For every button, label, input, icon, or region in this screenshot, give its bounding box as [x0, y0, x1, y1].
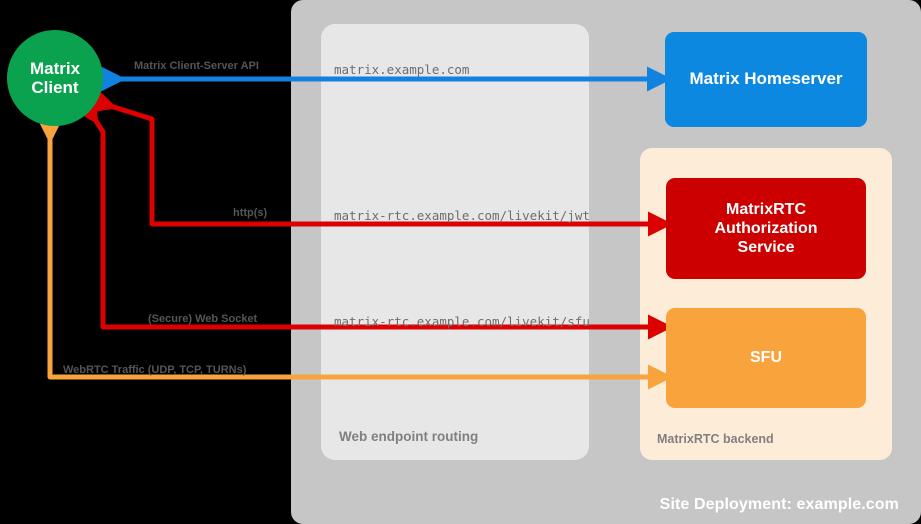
- web-endpoint-routing-label: Web endpoint routing: [339, 429, 479, 444]
- endpoint-label-livekit-jwt: matrix-rtc.example.com/livekit/jwt: [334, 208, 590, 223]
- edge-label-webrtc-traffic: WebRTC Traffic (UDP, TCP, TURNs): [63, 364, 247, 376]
- edge-label-client-server-api: Matrix Client-Server API: [134, 60, 259, 72]
- endpoint-label-matrix: matrix.example.com: [334, 62, 470, 77]
- matrix-client-label-line2: Client: [31, 78, 79, 97]
- matrixrtc-backend-label: MatrixRTC backend: [657, 432, 774, 446]
- auth-service-label-line3: Service: [737, 239, 795, 257]
- matrix-client-label-line1: Matrix: [29, 58, 81, 78]
- node-matrixrtc-authorization-service[interactable]: MatrixRTC Authorization Service: [666, 178, 866, 279]
- node-matrix-homeserver[interactable]: Matrix Homeserver: [665, 32, 867, 127]
- connector-https-jwt: [89, 88, 673, 237]
- auth-service-label-line1: MatrixRTC: [725, 200, 806, 218]
- connector-webrtc-traffic: [37, 118, 673, 390]
- sfu-label: SFU: [750, 349, 782, 367]
- matrix-homeserver-label: Matrix Homeserver: [689, 69, 843, 89]
- node-matrix-client[interactable]: Matrix Client: [7, 30, 103, 126]
- edge-label-https: http(s): [233, 207, 268, 219]
- site-deployment-label: Site Deployment: example.com: [659, 496, 899, 513]
- node-sfu[interactable]: SFU: [666, 308, 866, 408]
- edge-label-secure-websocket: (Secure) Web Socket: [148, 313, 258, 325]
- endpoint-label-livekit-sfu: matrix-rtc.example.com/livekit/sfu: [334, 314, 590, 329]
- auth-service-label-line2: Authorization: [714, 219, 818, 237]
